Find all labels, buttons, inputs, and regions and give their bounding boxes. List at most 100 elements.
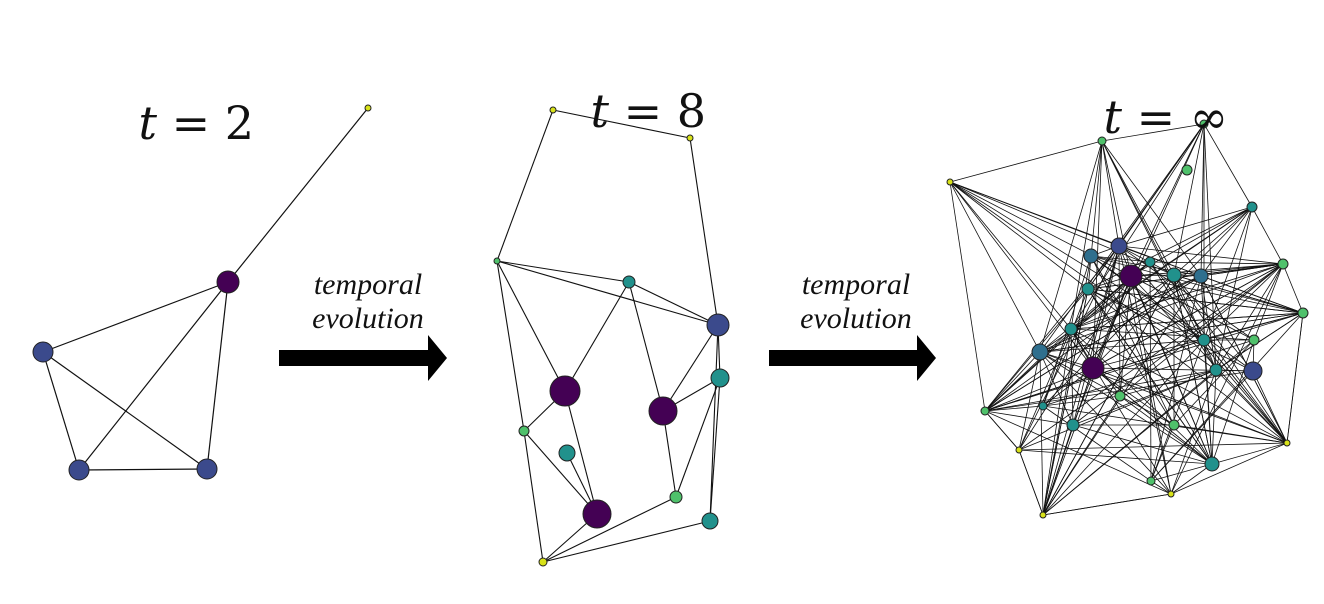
panel-tinf-edge	[1101, 140, 1205, 341]
panel-tinf-edge	[984, 410, 1020, 451]
evolution-arrows	[279, 335, 936, 381]
panel-tinf-edge	[1130, 263, 1284, 277]
panel-tinf-node	[1246, 201, 1258, 213]
panel-tinf-node	[1168, 419, 1180, 431]
panel-tinf-edge	[1130, 275, 1304, 314]
panel-tinf-edge	[1150, 424, 1175, 482]
panel-t8-edge	[709, 324, 719, 522]
panel-tinf-edge	[1087, 288, 1304, 314]
panel-tinf-nodes	[946, 119, 1309, 519]
panel-tinf-edge	[1118, 206, 1253, 247]
panel-tinf-edge	[1203, 312, 1304, 341]
panel-t8-edge	[496, 260, 566, 392]
panel-tinf-edge	[984, 351, 1041, 412]
panel-tinf-edge	[1039, 351, 1121, 397]
panel-t2-node	[32, 341, 54, 363]
panel-tinf-edge	[1042, 395, 1121, 407]
panel-tinf-edge	[1039, 351, 1172, 495]
panel-tinf-edge	[949, 181, 1089, 290]
panel-t8-node	[549, 106, 557, 114]
panel-tinf-edge	[1119, 395, 1213, 465]
panel-tinf-node	[1031, 343, 1049, 361]
panel-t2-node	[216, 270, 240, 294]
arrow-2-shape	[769, 335, 936, 381]
title-t8-value: = 8	[609, 84, 707, 138]
panel-tinf-edge	[1203, 123, 1253, 208]
panel-tinf-edge	[1070, 328, 1074, 426]
panel-t2-edge	[42, 351, 208, 470]
panel-tinf-edge	[984, 405, 1044, 412]
panel-t8-edge	[523, 430, 598, 515]
panel-tinf-edge	[1130, 275, 1172, 495]
panel-tinf-edge	[1087, 288, 1254, 372]
panel-tinf-graph	[946, 119, 1309, 519]
panel-tinf-node	[1081, 282, 1095, 296]
panel-tinf-edge	[984, 369, 1217, 412]
panel-t2-edge	[78, 468, 208, 471]
panel-t8-node	[558, 444, 576, 462]
title-t8-var: t	[590, 84, 610, 138]
panel-tinf-edge	[1173, 274, 1304, 314]
panel-tinf-edge	[1039, 312, 1304, 353]
panel-tinf-edge	[1042, 339, 1205, 516]
panel-tinf-edge	[1072, 275, 1132, 426]
panel-tinf-edge	[1252, 370, 1288, 444]
panel-tinf-edge	[1042, 288, 1089, 407]
panel-tinf-edge	[1070, 328, 1172, 495]
panel-tinf-edge	[1039, 351, 1288, 444]
panel-tinf-edge	[949, 181, 1041, 353]
panel-tinf-node	[946, 178, 954, 186]
panel-t8-node	[538, 557, 548, 567]
panel-tinf-edge	[1090, 255, 1151, 263]
panel-tinf-node	[1097, 136, 1107, 146]
panel-tinf-edges	[949, 123, 1304, 516]
panel-tinf-node	[1197, 333, 1211, 347]
panel-tinf-edge	[1092, 263, 1284, 369]
panel-tinf-edge	[1150, 339, 1205, 482]
panel-tinf-edge	[984, 410, 1074, 426]
panel-tinf-edge	[949, 181, 1072, 330]
panel-tinf-edge	[1018, 449, 1044, 516]
panel-t8-edge	[675, 377, 721, 498]
panel-tinf-edge	[984, 410, 1172, 495]
panel-t2-node	[364, 104, 372, 112]
panel-tinf-edge	[1101, 140, 1217, 371]
panel-tinf-edge	[1118, 245, 1284, 265]
panel-tinf-edge	[949, 181, 1205, 341]
panel-tinf-edge	[1173, 123, 1205, 276]
panel-tinf-edge	[1215, 312, 1304, 371]
panel-tinf-edge	[1203, 123, 1217, 371]
panel-t8-edge	[542, 496, 677, 563]
panel-tinf-node	[1038, 401, 1048, 411]
panel-t2-graph	[32, 104, 372, 481]
panel-t2-node	[196, 458, 218, 480]
panel-tinf-edge	[1200, 275, 1217, 371]
panel-tinf-edge	[1203, 339, 1213, 465]
panel-t8-node	[686, 134, 694, 142]
panel-tinf-edge	[1070, 328, 1213, 465]
panel-tinf-edge	[984, 328, 1072, 412]
panel-t8-edge	[628, 281, 664, 412]
panel-tinf-edge	[1150, 370, 1254, 482]
panel-tinf-edge	[1173, 263, 1284, 276]
panel-t8-edge	[496, 109, 554, 262]
panel-tinf-node	[1114, 390, 1126, 402]
panel-t2-edge	[206, 281, 229, 470]
panel-t8-edge	[564, 390, 598, 515]
arrow-2-label: temporal evolution	[771, 268, 941, 336]
panel-tinf-edge	[1018, 369, 1217, 451]
panel-tinf-edge	[1070, 328, 1288, 444]
arrow-1-shape	[279, 335, 447, 381]
panel-tinf-edge	[1039, 140, 1103, 353]
panel-tinf-edge	[1101, 140, 1202, 277]
panel-tinf-edge	[1203, 339, 1288, 444]
panel-tinf-edge	[1130, 275, 1255, 341]
panel-tinf-node	[1167, 490, 1175, 498]
panel-tinf-edge	[1215, 206, 1253, 371]
panel-tinf-edge	[1200, 206, 1253, 277]
panel-t8-edge	[496, 260, 719, 326]
panel-tinf-edge	[1039, 339, 1205, 353]
panel-tinf-edge	[1070, 312, 1304, 330]
